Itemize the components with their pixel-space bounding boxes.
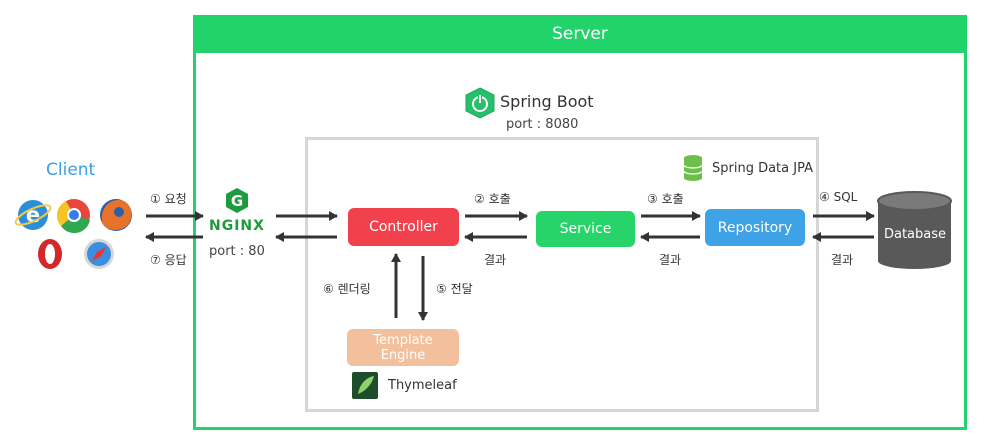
label-result-repository: 결과 [659, 253, 682, 267]
controller-node: Controller [348, 208, 459, 246]
ie-icon: e [14, 200, 52, 230]
nginx-port: port : 80 [209, 244, 265, 259]
label-result-db: 결과 [831, 253, 854, 267]
label-request: ① 요청 [150, 192, 187, 206]
thymeleaf-label: Thymeleaf [388, 378, 457, 393]
template-engine-node: Template Engine [347, 329, 459, 366]
service-node: Service [536, 211, 635, 247]
template-engine-line2: Engine [380, 347, 426, 363]
label-call-service: ② 호출 [474, 192, 511, 206]
label-result-service: 결과 [484, 253, 507, 267]
spring-boot-port: port : 8080 [506, 117, 579, 132]
spring-data-jpa-label: Spring Data JPA [712, 161, 813, 176]
spring-data-jpa-icon [683, 155, 703, 181]
server-title: Server [193, 15, 967, 53]
spring-boot-title: Spring Boot [500, 92, 594, 111]
label-response: ⑦ 응답 [150, 253, 187, 267]
thymeleaf-icon [352, 372, 378, 399]
spring-boot-box [305, 137, 819, 412]
label-sql: ④ SQL [819, 190, 858, 204]
nginx-icon: G [226, 188, 248, 213]
client-title: Client [46, 160, 96, 180]
repository-node: Repository [705, 209, 805, 246]
template-engine-line1: Template [373, 332, 433, 348]
label-call-repository: ③ 호출 [647, 192, 684, 206]
safari-icon [84, 239, 114, 269]
label-render: ⑥ 렌더링 [323, 282, 371, 296]
firefox-icon [100, 199, 132, 231]
database-label: Database [883, 227, 947, 242]
svg-text:G: G [231, 192, 243, 210]
database-cylinder [877, 191, 952, 269]
label-deliver: ⑤ 전달 [436, 282, 473, 296]
nginx-logo-text: NGINX [209, 218, 265, 234]
chrome-icon [56, 199, 90, 234]
opera-icon [38, 239, 62, 269]
spring-boot-icon [465, 87, 495, 119]
